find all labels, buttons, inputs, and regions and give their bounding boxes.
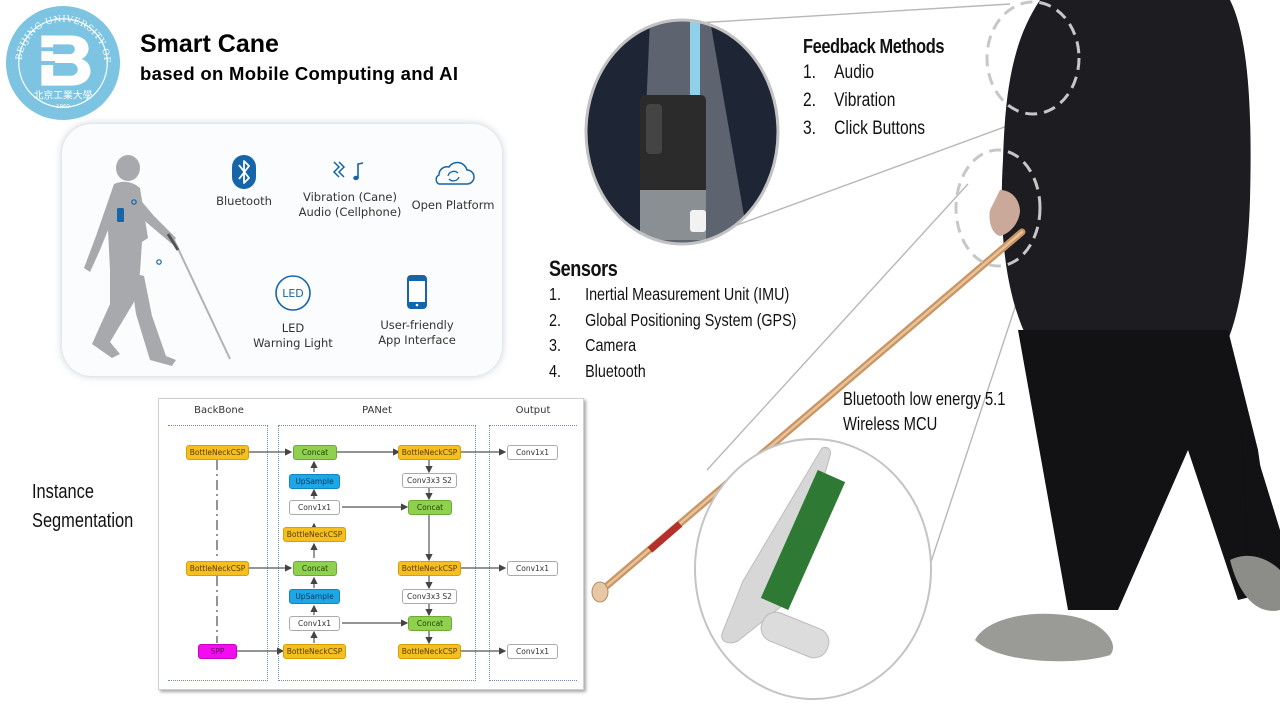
node-conv1x1: Conv1x1 [289, 616, 340, 631]
walking-person-with-cane-illustration [84, 155, 231, 366]
network-architecture-diagram: BackBone PANet Output [158, 398, 584, 690]
sensor-item: 2.Global Positioning System (GPS) [549, 309, 797, 330]
sensor-item: 1.Inertial Measurement Unit (IMU) [549, 284, 790, 304]
features-card: Bluetooth Vibration (Cane) Audio (Cellph… [62, 124, 502, 376]
node-bottleneckcsp: BottleNeckCSP [283, 527, 346, 542]
feature-led-warning-light: LED LED Warning Light [238, 274, 348, 351]
node-output-conv1x1: Conv1x1 [507, 644, 558, 659]
feature-vibration-audio: Vibration (Cane) Audio (Cellphone) [290, 158, 410, 220]
node-spp: SPP [198, 644, 237, 659]
feature-label: App Interface [378, 333, 456, 347]
mcu-device-inset [694, 438, 932, 700]
highlight-circle-handle [954, 148, 1042, 268]
feedback-item: 2.Vibration [803, 90, 896, 111]
node-conv3x3-s2: Conv3x3 S2 [402, 589, 457, 604]
feature-label: User-friendly [380, 318, 454, 332]
feature-label: Open Platform [411, 198, 495, 212]
node-bottleneckcsp: BottleNeckCSP [398, 445, 461, 460]
feature-label: Vibration (Cane) [303, 190, 397, 204]
phone-on-person-icon [117, 208, 124, 222]
ble-caption-line1: Bluetooth low energy 5.1 [843, 389, 1006, 409]
ble-caption: Bluetooth low energy 5.1 Wireless MCU [843, 387, 1041, 437]
vibration-audio-icon [332, 161, 364, 181]
node-concat: Concat [293, 445, 337, 460]
output-section [489, 425, 577, 681]
cloud-sync-icon [435, 161, 475, 185]
node-conv3x3-s2: Conv3x3 S2 [402, 473, 457, 488]
feature-open-platform: Open Platform [408, 160, 498, 213]
feedback-item: 1.Audio [803, 62, 875, 83]
led-icon: LED [275, 275, 311, 311]
node-upsample: UpSample [289, 589, 340, 604]
instance-segmentation-label: Instance Segmentation [32, 481, 134, 532]
backbone-section [168, 425, 268, 681]
ble-caption-line2: Wireless MCU [843, 414, 938, 434]
person-photo [975, 0, 1280, 662]
node-upsample: UpSample [289, 474, 340, 489]
feature-label: Warning Light [253, 336, 333, 350]
node-concat: Concat [293, 561, 337, 576]
node-bottleneckcsp: BottleNeckCSP [186, 445, 249, 460]
feedback-methods-section: Feedback Methods 1.Audio 2.Vibration 3.C… [803, 36, 975, 143]
led-icon-text: LED [282, 287, 304, 300]
sensors-section: Sensors 1.Inertial Measurement Unit (IMU… [549, 256, 851, 384]
page-subtitle: based on Mobile Computing and AI [140, 63, 459, 84]
node-conv1x1: Conv1x1 [289, 500, 340, 515]
highlight-circle-phone [985, 0, 1081, 116]
node-output-conv1x1: Conv1x1 [507, 445, 558, 460]
sensor-item: 4.Bluetooth [549, 360, 646, 381]
feedback-heading: Feedback Methods [803, 36, 945, 58]
university-logo: BEIJING UNIVERSITY OF TECHNOLOGY 北京工業大學 … [4, 4, 121, 121]
node-bottleneckcsp: BottleNeckCSP [283, 644, 346, 659]
sensor-item: 3.Camera [549, 335, 637, 355]
bluetooth-icon [232, 155, 256, 189]
feature-label: LED [281, 321, 305, 335]
section-title-panet: PANet [362, 405, 392, 416]
smart-cane-photo-composite [584, 0, 1280, 700]
section-title-backbone: BackBone [194, 405, 244, 416]
section-title-output: Output [515, 405, 551, 416]
panet-section [278, 425, 476, 681]
node-output-conv1x1: Conv1x1 [507, 561, 558, 576]
smartphone-icon [407, 275, 427, 309]
node-concat: Concat [408, 616, 452, 631]
sensors-heading: Sensors [549, 256, 618, 281]
node-bottleneckcsp: BottleNeckCSP [398, 644, 461, 659]
feature-bluetooth: Bluetooth [212, 154, 276, 209]
feature-app-interface: User-friendly App Interface [362, 274, 472, 348]
logo-chinese-name: 北京工業大學 [34, 88, 93, 101]
logo-b-mark [33, 35, 91, 86]
feature-label: Audio (Cellphone) [298, 205, 402, 219]
node-bottleneckcsp: BottleNeckCSP [398, 561, 461, 576]
phone-inset-photo [584, 18, 780, 246]
feature-label: Bluetooth [216, 194, 272, 208]
node-concat: Concat [408, 500, 452, 515]
node-bottleneckcsp: BottleNeckCSP [186, 561, 249, 576]
cane-photo [591, 228, 1026, 603]
page-title: Smart Cane [140, 30, 279, 58]
feedback-item: 3.Click Buttons [803, 118, 926, 139]
logo-year: 1960 [56, 104, 70, 110]
